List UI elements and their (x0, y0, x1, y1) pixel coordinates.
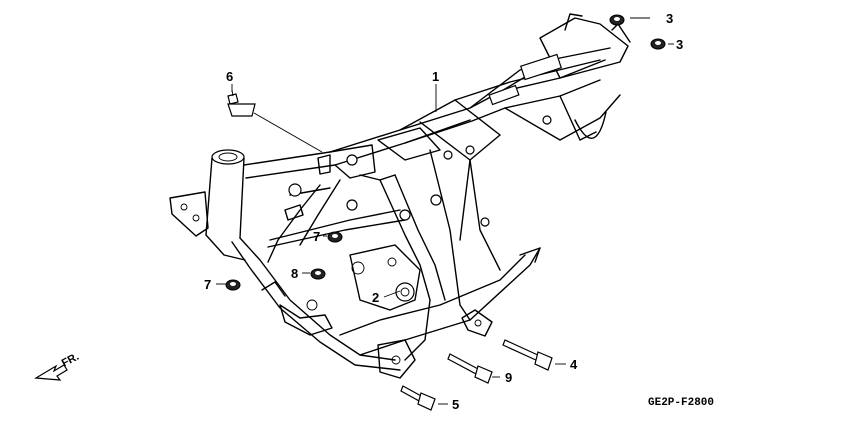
frame-body (169, 13, 631, 379)
callout-1: 1 (432, 69, 439, 84)
callout-7b: 7 (204, 277, 211, 292)
callout-5: 5 (452, 397, 459, 412)
diagram-code: GE2P-F2800 (648, 397, 714, 409)
direction-label: FR. (60, 351, 81, 370)
callout-4: 4 (570, 357, 578, 372)
part-6-bolt (227, 89, 256, 117)
callout-8: 8 (291, 266, 298, 281)
callout-7a: 7 (313, 229, 320, 244)
part-3-nut-b (650, 38, 666, 50)
callout-2: 2 (372, 290, 379, 305)
part-7-nut-b (225, 279, 241, 291)
callout-3a: 3 (666, 11, 673, 26)
part-7-nut-a (327, 231, 343, 243)
front-direction-arrow: FR. (34, 351, 81, 381)
part-8-nut (310, 268, 326, 280)
part-4-bolt (502, 339, 553, 371)
callout-3b: 3 (676, 37, 683, 52)
part-9-bolt (447, 353, 493, 384)
callout-9: 9 (505, 370, 512, 385)
callout-6: 6 (226, 69, 233, 84)
leader-lines (216, 17, 674, 405)
part-3-nut-a (609, 14, 625, 26)
part-5-bolt (400, 385, 436, 411)
